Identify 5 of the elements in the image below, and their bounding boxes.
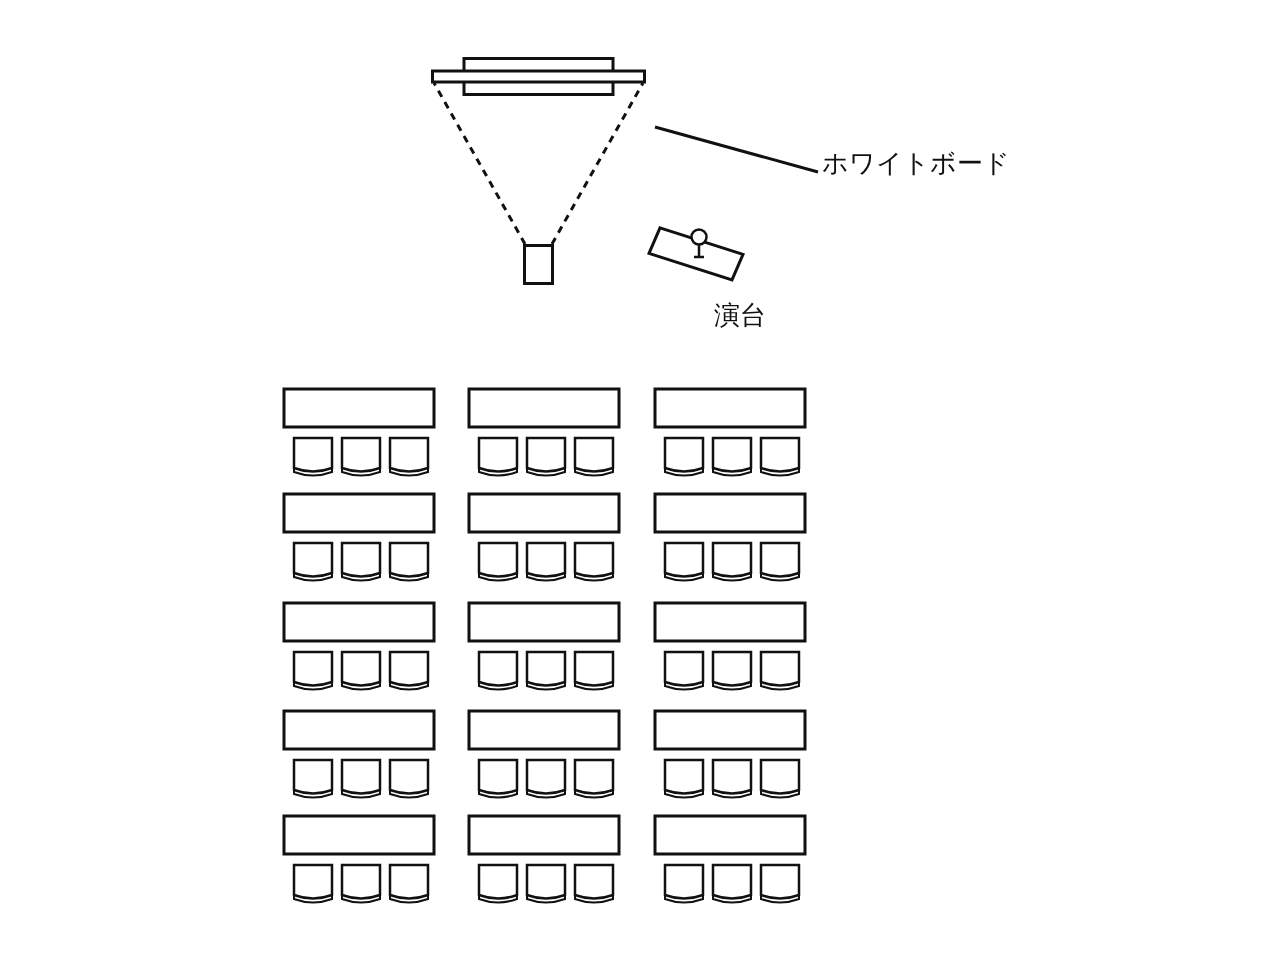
projection-line (550, 82, 645, 245)
projection-line (432, 82, 527, 245)
whiteboard-label: ホワイトボード (822, 147, 1010, 180)
leader-line (654, 125, 819, 174)
podium-label: 演台 (714, 299, 766, 332)
